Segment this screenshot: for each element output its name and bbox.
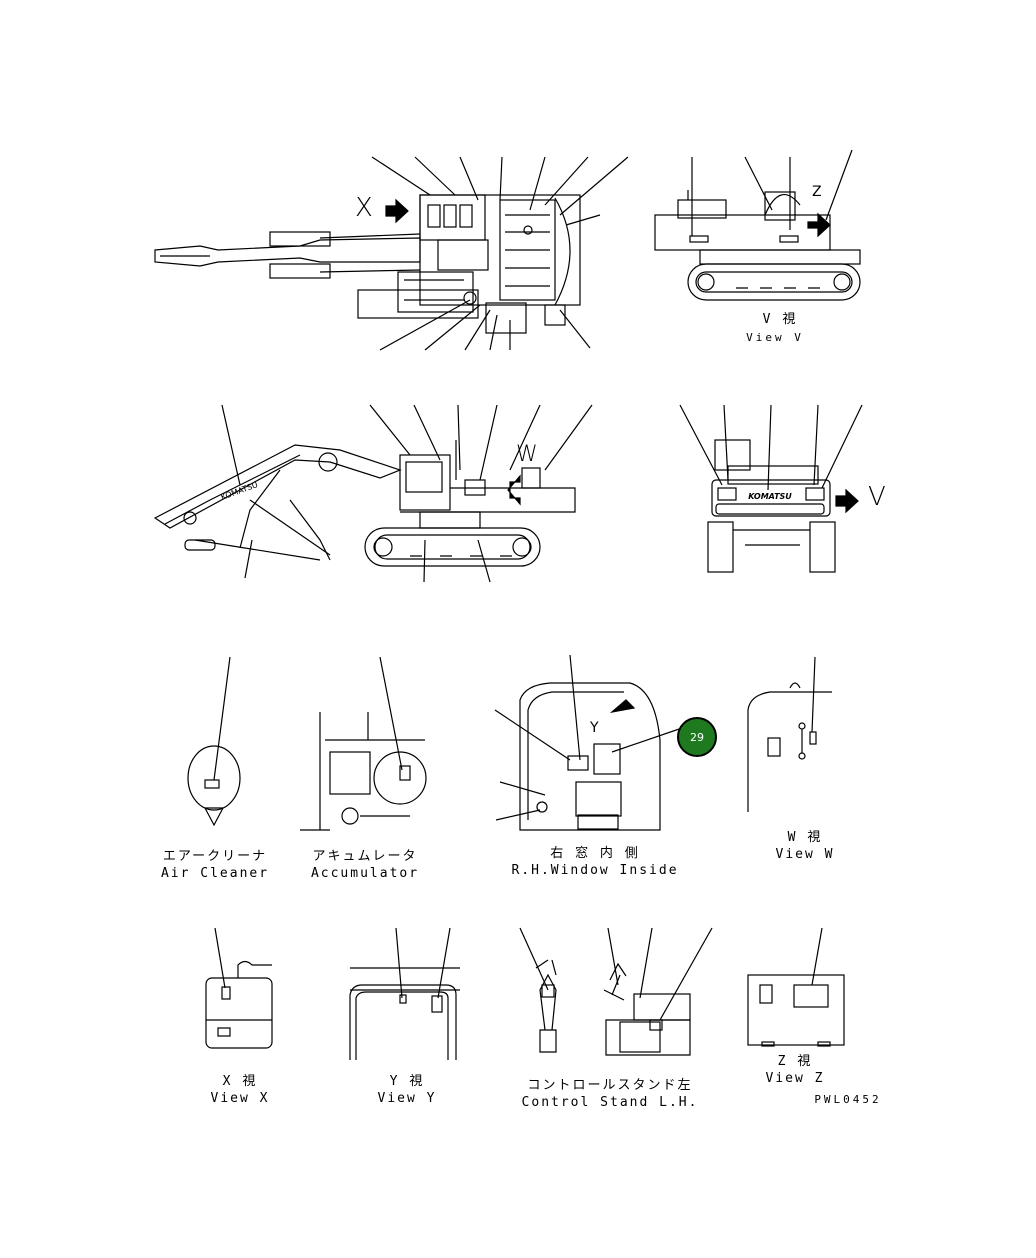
view-y-drawing xyxy=(349,927,460,1060)
letter-w: W xyxy=(516,442,538,467)
caption-view-x-en: View X xyxy=(210,1091,270,1106)
view-w-drawing xyxy=(747,656,832,812)
air-cleaner-drawing xyxy=(187,656,241,827)
part-number-badge[interactable]: 29 xyxy=(677,717,717,757)
letter-x: X xyxy=(355,193,373,223)
letter-y-window: Y xyxy=(589,720,599,736)
letter-v: V xyxy=(868,482,886,512)
side-view-excavator: KOMATSU xyxy=(153,404,593,583)
caption-air-cleaner-en: Air Cleaner xyxy=(160,866,270,881)
brand-rear: KOMATSU xyxy=(748,492,792,501)
caption-air-cleaner-jp: エアークリーナ xyxy=(162,849,268,864)
caption-view-y-en: View Y xyxy=(377,1091,437,1106)
caption-rh-window-en: R.H.Window Inside xyxy=(511,863,679,878)
caption-view-w-jp: W 視 xyxy=(787,830,823,845)
caption-accumulator-en: Accumulator xyxy=(310,866,420,881)
control-stand-drawing xyxy=(519,927,713,1056)
caption-rh-window-jp: 右 窓 内 側 xyxy=(550,846,640,861)
view-v-drawing: Z xyxy=(654,149,861,301)
caption-view-z-en: View Z xyxy=(765,1071,825,1086)
letter-z-viewv: Z xyxy=(812,184,822,200)
caption-control-stand-jp: コントロールスタンド左 xyxy=(527,1078,693,1093)
caption-control-stand-en: Control Stand L.H. xyxy=(521,1095,699,1110)
caption-view-w-en: View W xyxy=(775,847,835,862)
rh-window-drawing: Y xyxy=(494,654,686,831)
drawing-code: PWL0452 xyxy=(814,1093,882,1106)
view-z-drawing xyxy=(747,927,845,1047)
caption-view-z-jp: Z 視 xyxy=(777,1054,813,1069)
caption-accumulator-jp: アキュムレータ xyxy=(312,849,418,864)
rear-view-excavator xyxy=(679,404,863,573)
top-view-excavator xyxy=(154,156,629,351)
accumulator-drawing xyxy=(300,656,427,831)
caption-view-v-en: View V xyxy=(746,331,804,344)
caption-view-x-jp: X 視 xyxy=(222,1074,258,1089)
view-x-drawing xyxy=(205,927,273,1049)
caption-view-y-jp: Y 視 xyxy=(389,1074,425,1089)
caption-view-v-jp: V 視 xyxy=(762,312,798,327)
